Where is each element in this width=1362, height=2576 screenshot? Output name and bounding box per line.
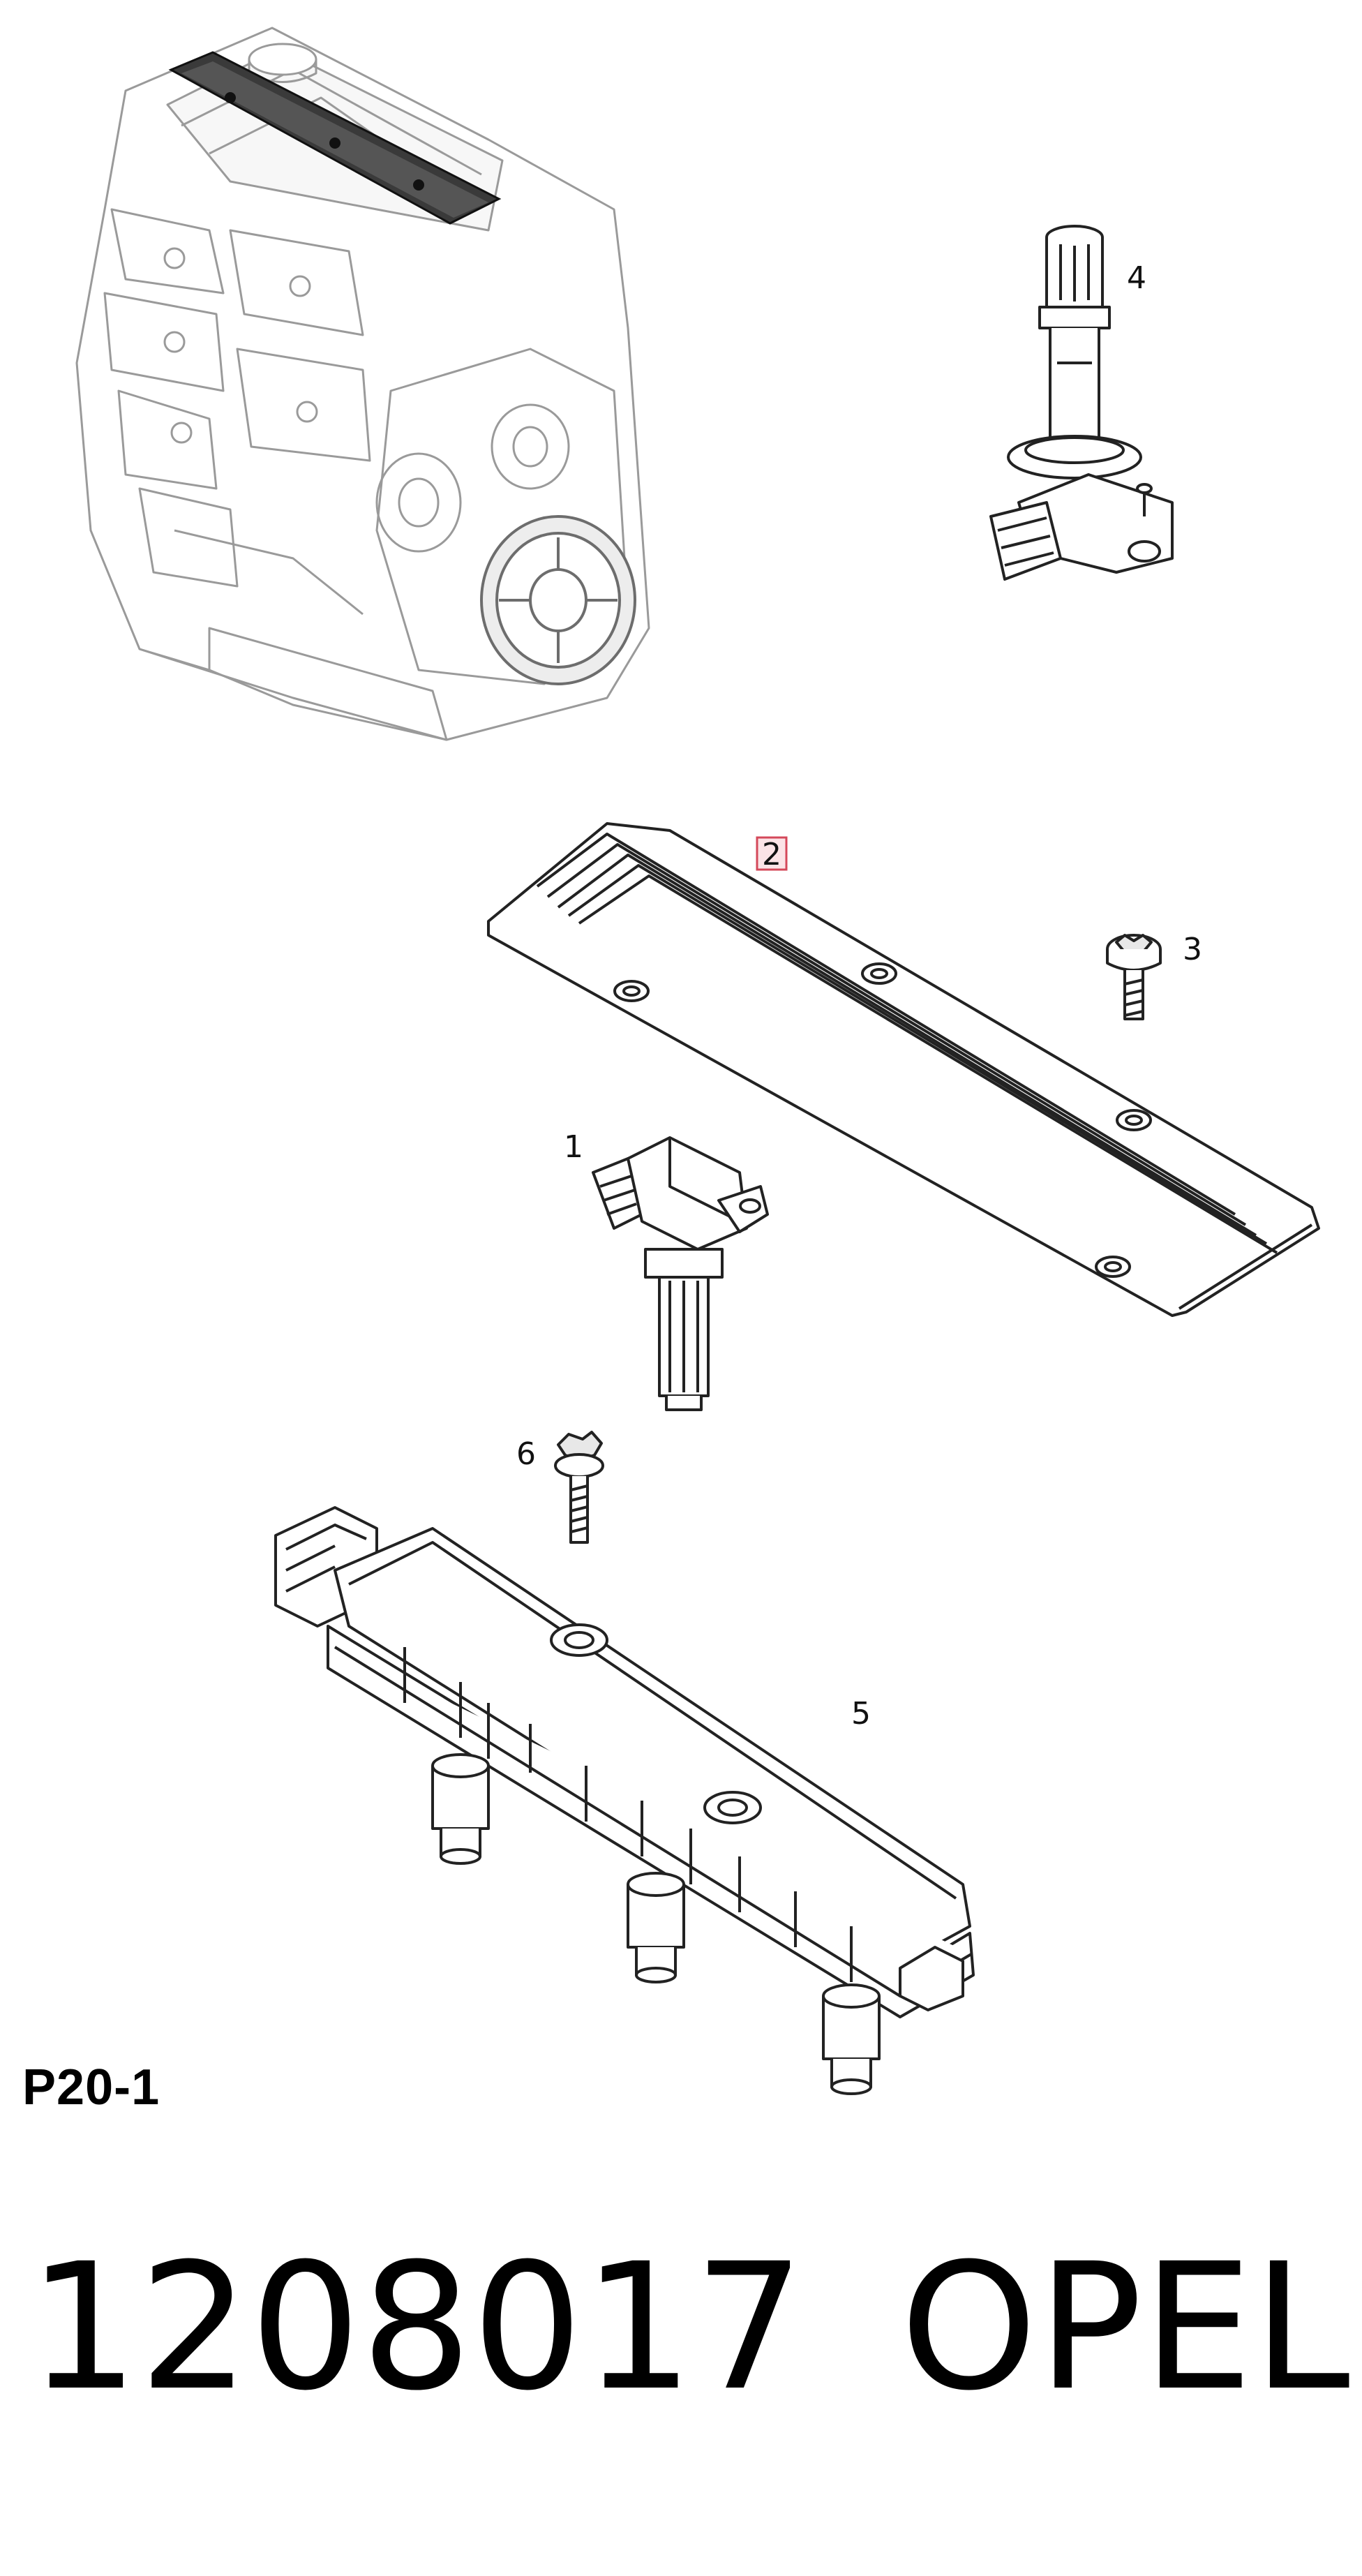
callout-label-6: 6 [516, 1436, 536, 1472]
callout-label-5: 5 [851, 1696, 871, 1732]
part-number: 1208017 [28, 2226, 805, 2429]
screw-module-part [554, 1431, 604, 1544]
callout-label-4: 4 [1127, 260, 1146, 296]
callout-label-1: 1 [564, 1129, 583, 1165]
figure-code: P20-1 [22, 2060, 160, 2115]
callout-highlight-box [756, 836, 788, 871]
brand-name: OPEL [900, 2226, 1350, 2429]
engine-cover-highlight [168, 51, 502, 225]
callout-label-3: 3 [1183, 932, 1202, 967]
ignition-coil-part [592, 1136, 769, 1411]
callout-label-2: 2 [762, 837, 781, 872]
ignition-coil-pencil-part [989, 225, 1174, 581]
cover-part [487, 822, 1320, 1317]
callout-labels: 1 2 3 4 5 6 [516, 260, 1202, 1732]
screw-cover-part [1106, 934, 1162, 1020]
ignition-coil-module-part [274, 1506, 975, 2095]
